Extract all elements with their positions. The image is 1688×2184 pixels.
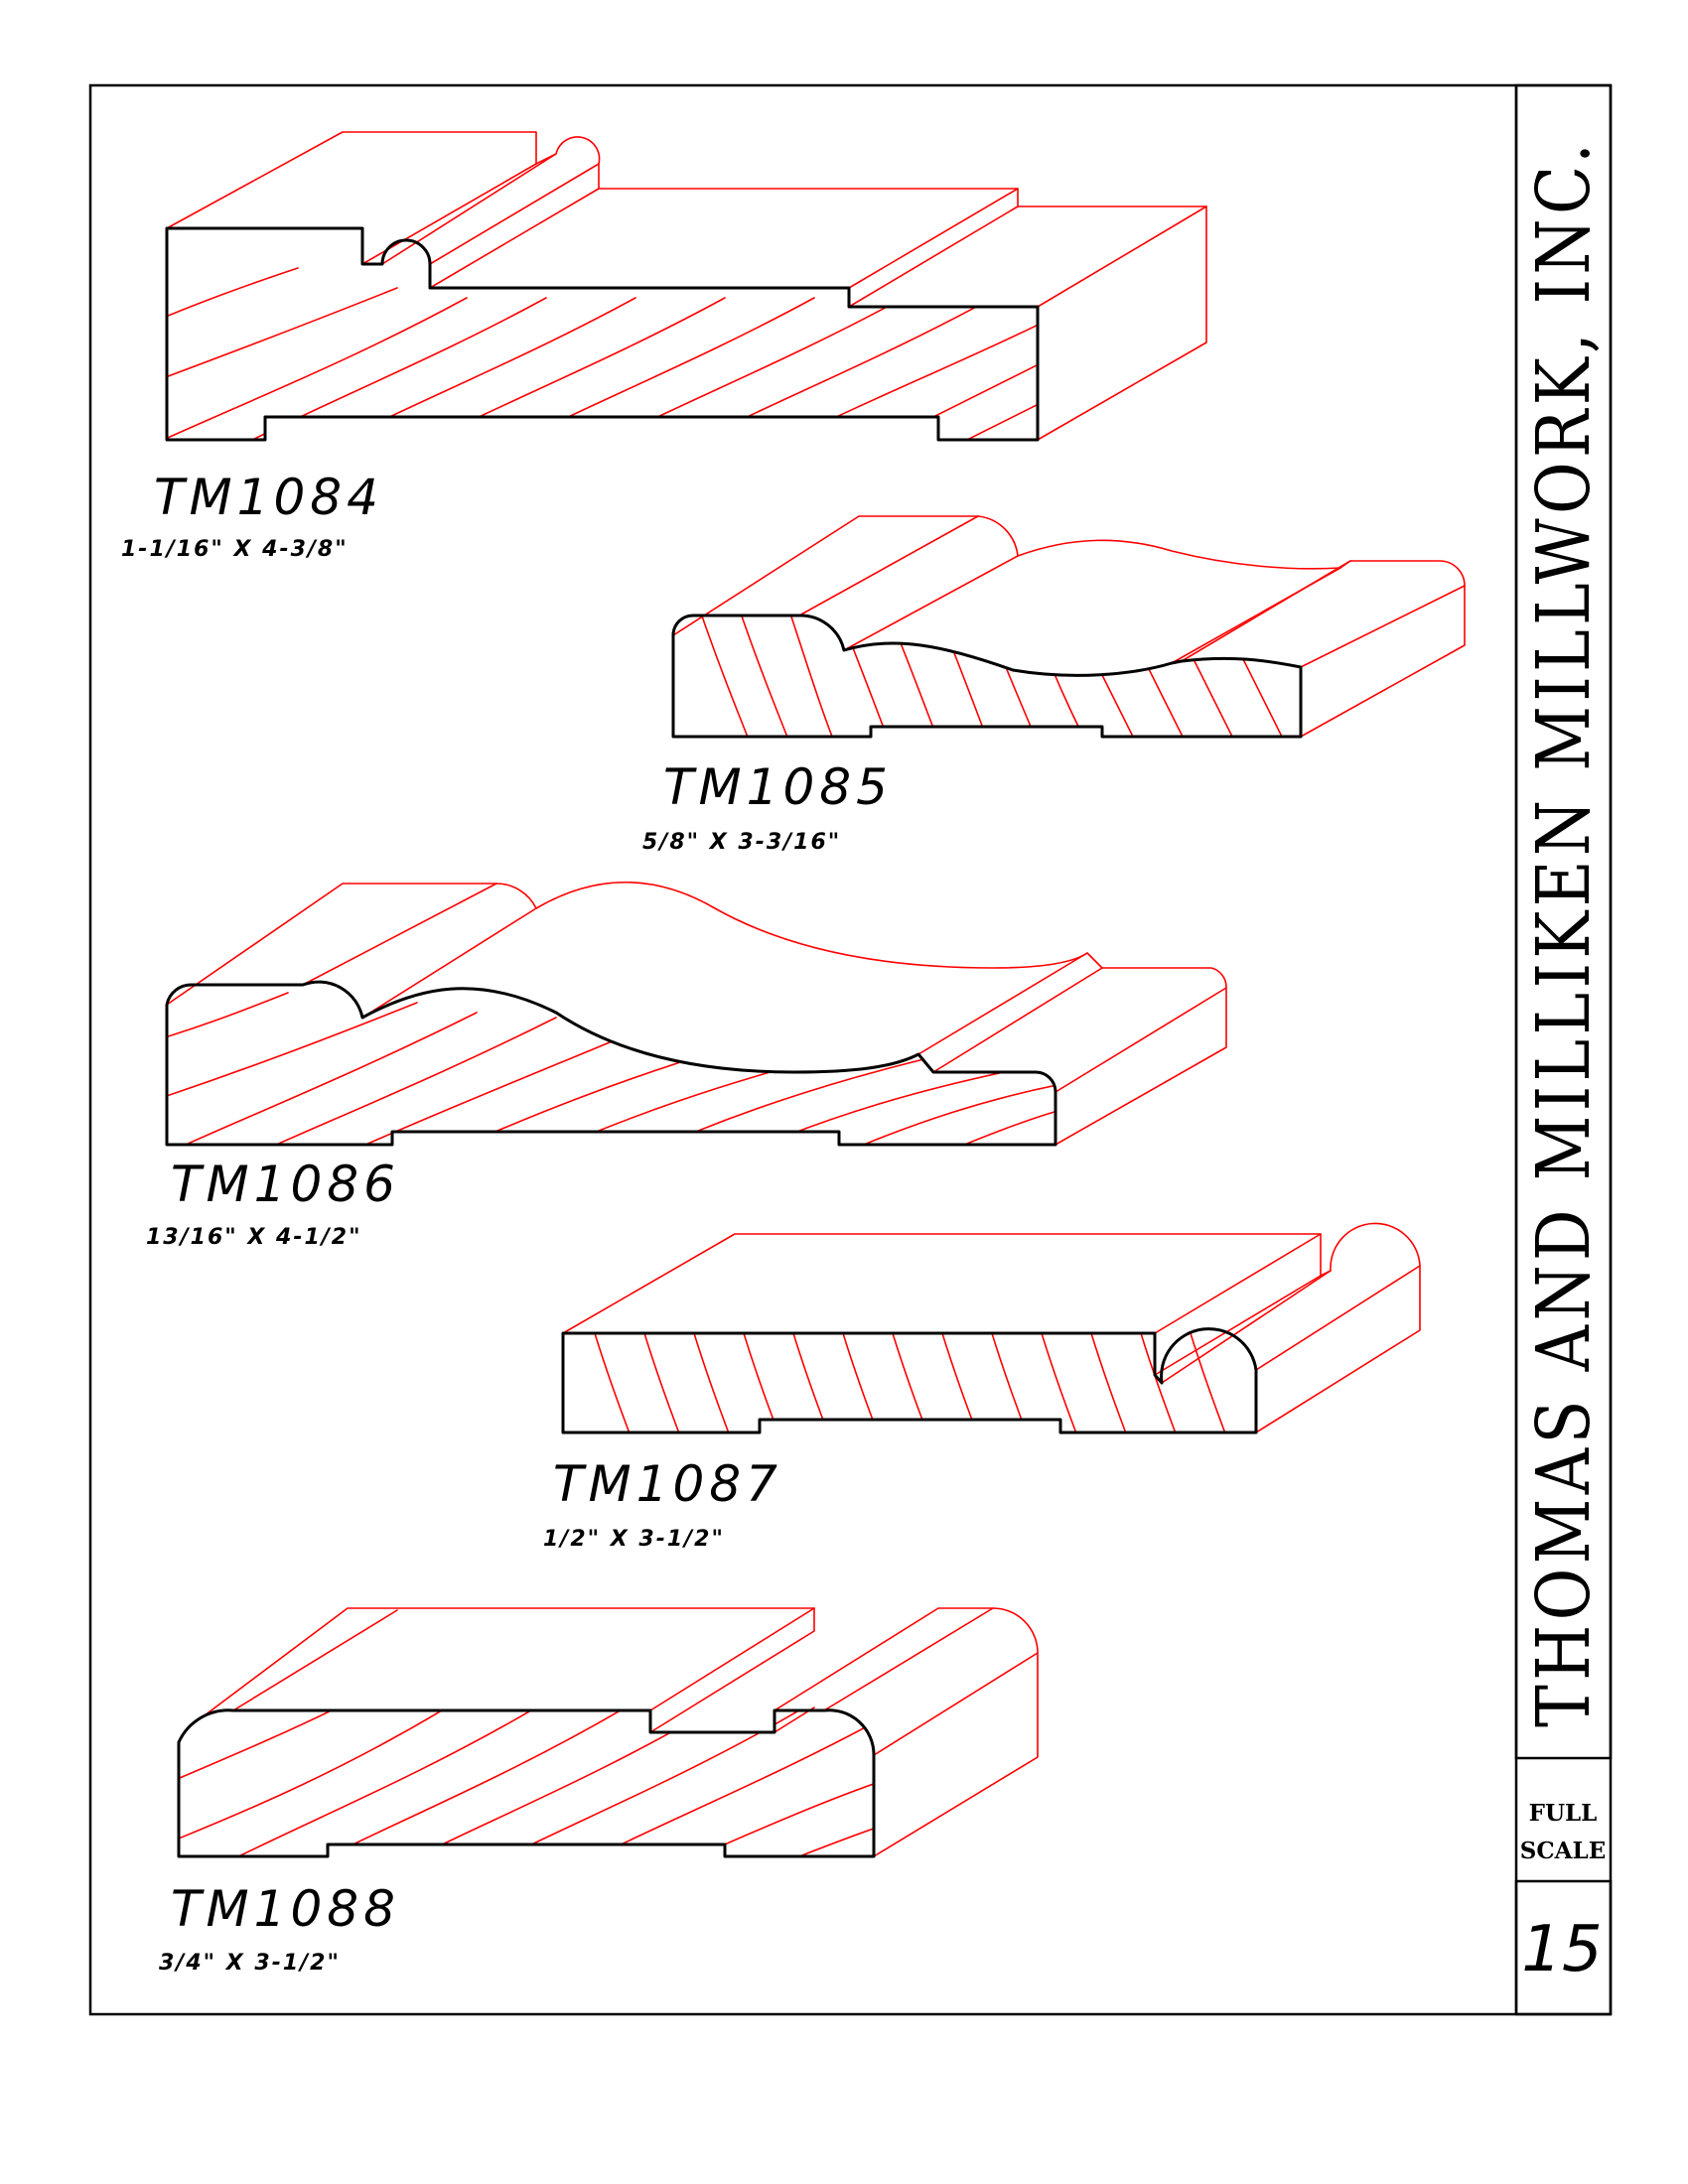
tm1087-label: TM1087 xyxy=(553,1455,782,1513)
profile-tm1085: TM1085 5/8" X 3-3/16" xyxy=(642,515,1466,855)
page-number: 15 xyxy=(1521,1913,1602,1986)
tm1088-dimensions: 3/4" X 3-1/2" xyxy=(159,1951,341,1976)
tm1085-section-outline xyxy=(671,614,1303,739)
tm1086-section-outline xyxy=(165,980,1057,1147)
tm1084-dimensions: 1-1/16" X 4-3/8" xyxy=(121,537,349,562)
tm1086-top-surfaces xyxy=(166,882,1227,1146)
tm1087-hatch xyxy=(590,1328,1232,1433)
tm1087-top-surfaces xyxy=(562,1222,1421,1433)
page-number-box xyxy=(1514,1879,1613,2016)
tm1084-label: TM1084 xyxy=(154,469,383,526)
tm1084-top-surfaces xyxy=(166,131,1207,441)
tm1085-hatch xyxy=(694,614,1292,737)
profile-tm1084: TM1084 1-1/16" X 4-3/8" xyxy=(121,131,1207,562)
tm1088-label: TM1088 xyxy=(171,1880,400,1938)
tm1086-hatch xyxy=(167,992,1055,1145)
tm1087-section-outline xyxy=(561,1327,1258,1434)
company-name: THOMAS AND MILLIKEN MILLWORK, INC. xyxy=(1521,139,1607,1727)
page-border xyxy=(88,83,1613,2016)
tm1086-label: TM1086 xyxy=(171,1156,400,1213)
tm1085-top-surfaces xyxy=(672,515,1466,738)
profile-tm1086: TM1086 13/16" X 4-1/2" xyxy=(146,882,1227,1250)
tm1084-section-outline xyxy=(165,226,1040,442)
scale-line-1: FULL xyxy=(1529,1800,1598,1827)
company-title-box xyxy=(1514,83,1613,1760)
tm1085-label: TM1085 xyxy=(663,758,893,816)
tm1084-hatch xyxy=(167,267,1038,440)
tm1088-top-surfaces xyxy=(178,1607,1039,1857)
tm1087-dimensions: 1/2" X 3-1/2" xyxy=(543,1527,725,1552)
profile-tm1088: TM1088 3/4" X 3-1/2" xyxy=(159,1607,1039,1976)
profile-tm1087: TM1087 1/2" X 3-1/2" xyxy=(543,1222,1421,1552)
tm1088-section-outline xyxy=(177,1708,876,1858)
scale-line-2: SCALE xyxy=(1520,1838,1606,1864)
tm1085-dimensions: 5/8" X 3-3/16" xyxy=(642,830,841,855)
tm1086-dimensions: 13/16" X 4-1/2" xyxy=(146,1225,362,1250)
